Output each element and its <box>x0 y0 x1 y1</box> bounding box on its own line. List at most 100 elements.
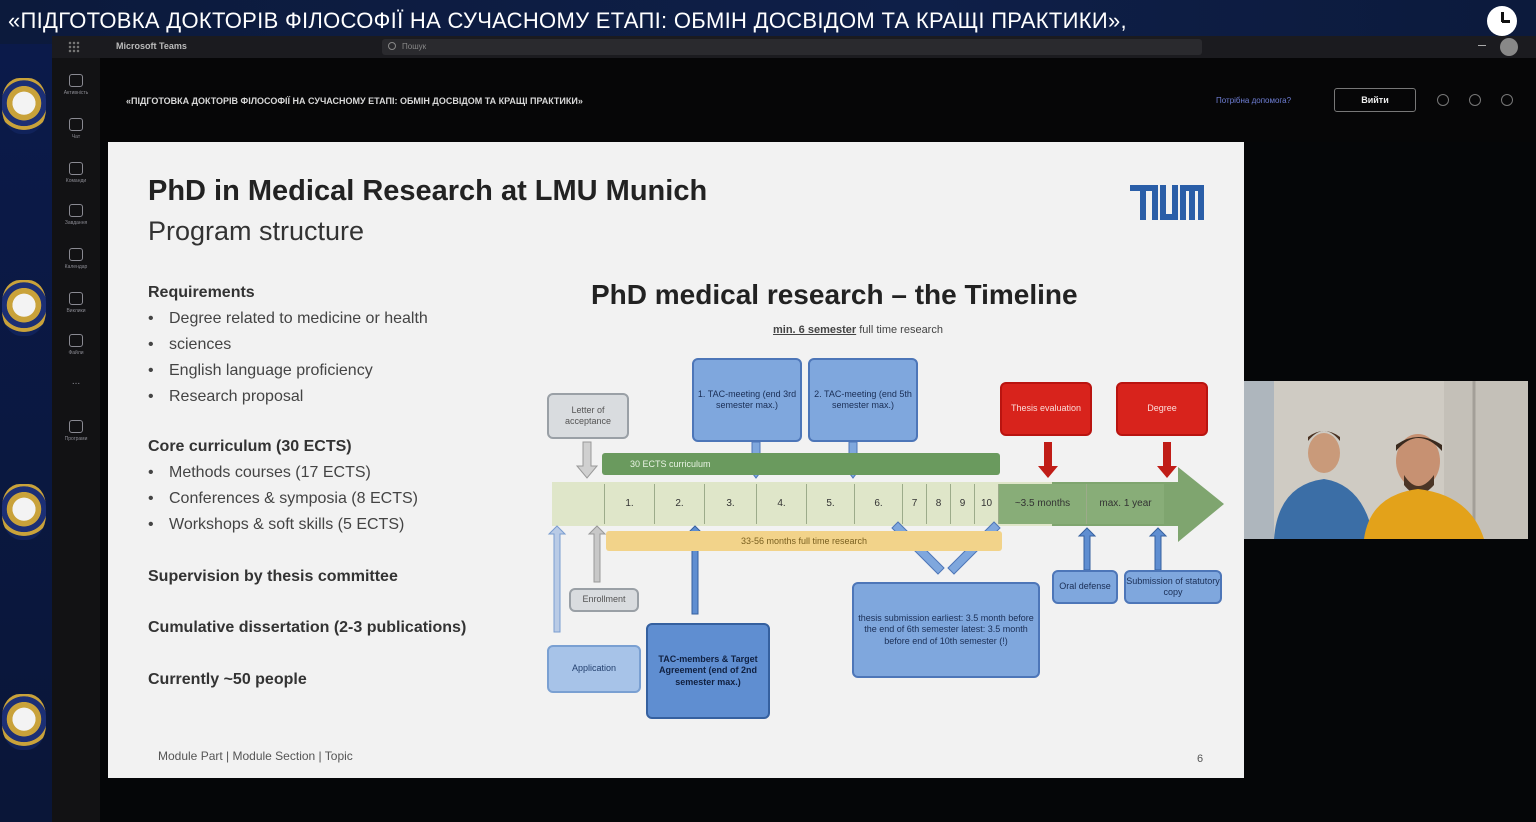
rail-item-apps[interactable]: Програми <box>52 414 100 454</box>
research-bar: 33-56 months full time research <box>606 531 1002 551</box>
rail-item-assignments[interactable]: Завдання <box>52 198 100 238</box>
semester-9: 9 <box>950 484 974 524</box>
gear-icon[interactable] <box>1469 94 1481 106</box>
clock-icon[interactable] <box>1487 6 1517 36</box>
slide-subtitle: Program structure <box>148 216 365 246</box>
application-box: Application <box>547 645 641 693</box>
letter-arrow <box>575 441 599 479</box>
rail-item-teams[interactable]: Команди <box>52 156 100 196</box>
search-icon <box>388 42 396 50</box>
university-emblem-icon <box>2 484 46 540</box>
rail-item-calls[interactable]: Виклики <box>52 286 100 326</box>
thesis-eval-arrow <box>1038 442 1058 478</box>
semester-6: 6. <box>854 484 902 524</box>
curriculum-bar: 30 ECTS curriculum <box>602 453 1000 475</box>
avatar[interactable] <box>1500 38 1518 56</box>
shared-slide: PhD in Medical Research at LMU Munich Pr… <box>108 142 1244 778</box>
rail-label: Чат <box>71 134 81 140</box>
rail-item-calendar[interactable]: Календар <box>52 242 100 282</box>
semester-4: 4. <box>756 484 806 524</box>
semester-5: 5. <box>806 484 854 524</box>
rail-label: Завдання <box>64 220 88 226</box>
search-placeholder: Пошук <box>402 42 427 51</box>
teams-titlebar: Microsoft Teams Пошук <box>52 36 1536 58</box>
rail-item-files[interactable]: Файли <box>52 328 100 368</box>
participant-video-feed <box>1244 381 1528 539</box>
minimize-button[interactable] <box>1478 45 1486 46</box>
application-arrow <box>547 525 567 633</box>
slide-title: PhD in Medical Research at LMU Munich <box>148 175 708 207</box>
meeting-header: «ПІДГОТОВКА ДОКТОРІВ ФІЛОСОФІЇ НА СУЧАСН… <box>100 58 1536 142</box>
rail-label: Команди <box>65 178 87 184</box>
thesis-evaluation-box: Thesis evaluation <box>1000 382 1092 436</box>
rail-label: Активність <box>63 90 89 96</box>
rail-label: Програми <box>64 436 88 442</box>
after-months-segment: ~3.5 months <box>998 484 1086 524</box>
file-icon <box>69 334 83 347</box>
semester-7: 7 <box>902 484 926 524</box>
list-item: Workshops & soft skills (5 ECTS) <box>148 516 404 534</box>
list-item-continuation: sciences <box>148 336 231 354</box>
timeline-title: PhD medical research – the Timeline <box>591 279 1078 310</box>
teams-rail: Активність Чат Команди Завдання Календар… <box>52 58 100 822</box>
list-item: Research proposal <box>148 388 303 406</box>
rail-label: Виклики <box>66 308 86 314</box>
rail-item-activity[interactable]: Активність <box>52 68 100 108</box>
calendar-icon <box>69 248 83 261</box>
tac2-box: 2. TAC-meeting (end 5th semester max.) <box>808 358 918 442</box>
submission-copy-box: Submission of statutory copy <box>1124 570 1222 604</box>
core-curriculum-heading: Core curriculum (30 ECTS) <box>148 438 352 455</box>
app-launcher-icon[interactable] <box>68 41 80 53</box>
info-icon[interactable] <box>1501 94 1513 106</box>
apps-icon <box>69 420 83 433</box>
list-item: English language proficiency <box>148 362 373 380</box>
assignments-icon <box>69 204 83 217</box>
submission-arrow <box>1148 527 1168 571</box>
bell-icon <box>69 74 83 87</box>
teams-app-name: Microsoft Teams <box>116 41 187 51</box>
enrollment-box: Enrollment <box>569 588 639 612</box>
university-emblem-icon <box>2 78 46 134</box>
thesis-submission-box: thesis submission earliest: 3.5 month be… <box>852 582 1040 678</box>
degree-box: Degree <box>1116 382 1208 436</box>
semester-10: 10 <box>974 484 998 524</box>
more-icon: ... <box>71 376 81 387</box>
degree-arrow <box>1157 442 1177 478</box>
currently-heading: Currently ~50 people <box>148 671 307 688</box>
list-item: Methods courses (17 ECTS) <box>148 464 371 482</box>
dissertation-heading: Cumulative dissertation (2-3 publication… <box>148 619 467 636</box>
teams-icon <box>69 162 83 175</box>
after-year-segment: max. 1 year <box>1086 484 1164 524</box>
rail-item-more[interactable]: ... <box>52 370 100 410</box>
participant-video[interactable] <box>1244 381 1528 539</box>
emblem-strip <box>0 44 52 822</box>
semester-8: 8 <box>926 484 950 524</box>
slide-page-number: 6 <box>1197 753 1204 765</box>
rail-label: Календар <box>64 264 88 270</box>
timeline-subtitle: min. 6 semester full time research <box>773 324 943 336</box>
leave-button[interactable]: Вийти <box>1334 88 1416 112</box>
letter-of-acceptance-box: Letter of acceptance <box>547 393 629 439</box>
semester-3: 3. <box>704 484 756 524</box>
slide-footer: Module Part | Module Section | Topic <box>158 749 353 763</box>
broadcast-title: «ПІДГОТОВКА ДОКТОРІВ ФІЛОСОФІЇ НА СУЧАСН… <box>8 8 1127 33</box>
oral-defense-arrow <box>1077 527 1097 571</box>
phone-icon <box>69 292 83 305</box>
semester-1: 1. <box>604 484 654 524</box>
supervision-heading: Supervision by thesis committee <box>148 568 398 585</box>
chat-icon <box>69 118 83 131</box>
requirements-heading: Requirements <box>148 284 255 301</box>
enrollment-arrow <box>587 525 607 583</box>
list-item: Conferences & symposia (8 ECTS) <box>148 490 418 508</box>
help-link[interactable]: Потрібна допомога? <box>1216 96 1292 105</box>
chat-icon[interactable] <box>1437 94 1449 106</box>
university-emblem-icon <box>2 280 46 336</box>
rail-item-chat[interactable]: Чат <box>52 112 100 152</box>
meeting-title: «ПІДГОТОВКА ДОКТОРІВ ФІЛОСОФІЇ НА СУЧАСН… <box>126 96 583 106</box>
list-item: Degree related to medicine or health <box>148 310 428 328</box>
tum-logo-icon <box>1130 185 1204 220</box>
search-input[interactable]: Пошук <box>382 39 1202 55</box>
tac1-box: 1. TAC-meeting (end 3rd semester max.) <box>692 358 802 442</box>
oral-defense-box: Oral defense <box>1052 570 1118 604</box>
